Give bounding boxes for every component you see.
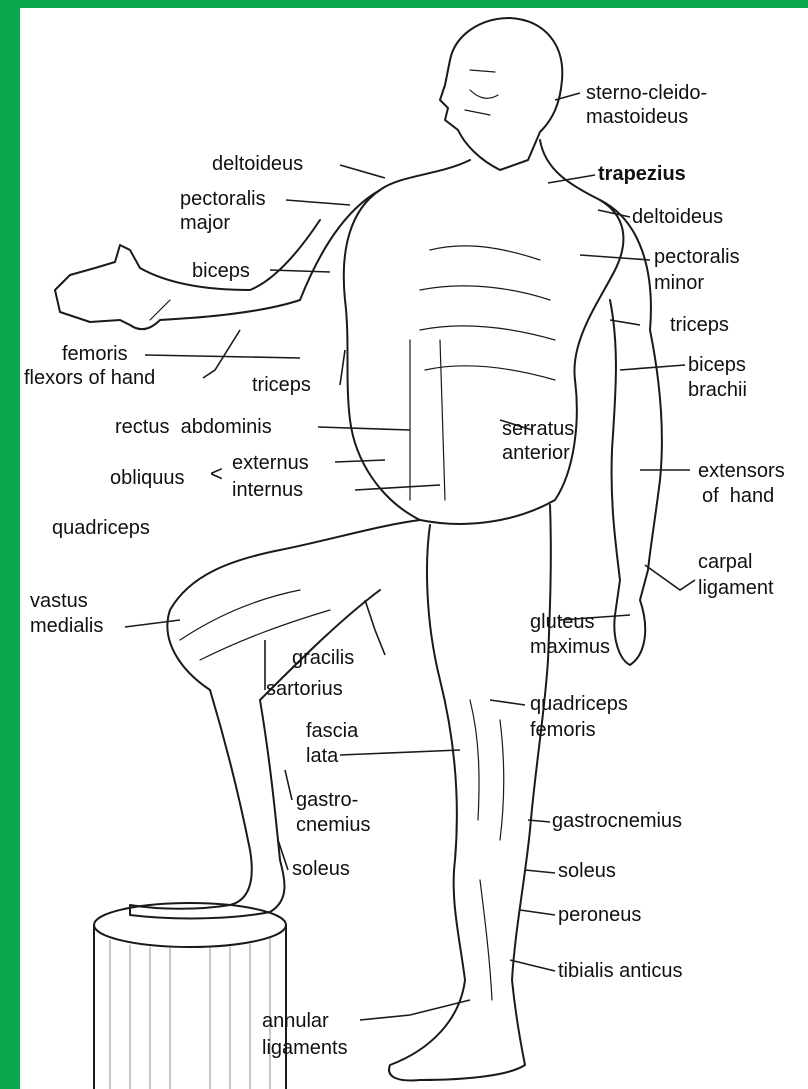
label-gluteus: gluteus [530,611,595,634]
label-externus: externus [232,452,309,475]
label-rectus-abdominis: rectus abdominis [115,416,272,439]
label-flexors: flexors of hand [24,367,155,390]
standing-leg [389,505,551,1080]
label-triceps-left: triceps [252,374,311,397]
label-soleus-right: soleus [558,860,616,883]
label-pectoralis: pectoralis [180,188,266,211]
label-gracilis: gracilis [292,647,354,670]
label-carpal: carpal [698,551,752,574]
label-biceps-brachii-1: biceps [688,354,746,377]
label-major: major [180,212,230,235]
label-femoris-1: femoris [62,343,128,366]
label-deltoideus-right: deltoideus [632,206,723,229]
label-sternocleido: sterno-cleido- [586,82,707,105]
label-cnemius: cnemius [296,814,370,837]
label-soleus-left: soleus [292,858,350,881]
label-fascia: fascia [306,720,358,743]
label-annular: annular [262,1010,329,1033]
label-serratus: serratus [502,418,574,441]
label-tibialis-anticus: tibialis anticus [558,960,683,983]
label-internus: internus [232,479,303,502]
label-trapezius: trapezius [598,163,686,186]
label-sartorius: sartorius [266,678,343,701]
label-biceps-brachii-2: brachii [688,379,747,402]
label-quadriceps-2: quadriceps [530,693,628,716]
label-extensors-1: extensors [698,460,785,483]
label-pectoralis-minor-1: pectoralis [654,246,740,269]
label-quadriceps-1: quadriceps [52,517,150,540]
label-femoris-2: femoris [530,719,596,742]
right-arm [600,200,662,665]
label-pectoralis-minor-2: minor [654,272,704,295]
label-obliquus: obliquus [110,467,185,490]
label-peroneus: peroneus [558,904,641,927]
torso [344,140,624,524]
label-anterior: anterior [502,442,570,465]
label-ligament: ligament [698,577,774,600]
label-deltoideus-left: deltoideus [212,153,303,176]
label-triceps-right: triceps [670,314,729,337]
label-ligaments: ligaments [262,1037,348,1060]
bent-leg [130,520,420,918]
label-medialis: medialis [30,615,103,638]
brace-symbol: < [210,462,223,485]
pedestal [94,903,286,1089]
label-gastrocnemius: gastrocnemius [552,810,682,833]
label-gastro: gastro- [296,789,358,812]
label-maximus: maximus [530,636,610,659]
label-lata: lata [306,745,338,768]
label-mastoideus: mastoideus [586,106,688,129]
label-vastus: vastus [30,590,88,613]
label-extensors-2: of hand [702,485,774,508]
head [440,18,562,170]
label-biceps: biceps [192,260,250,283]
